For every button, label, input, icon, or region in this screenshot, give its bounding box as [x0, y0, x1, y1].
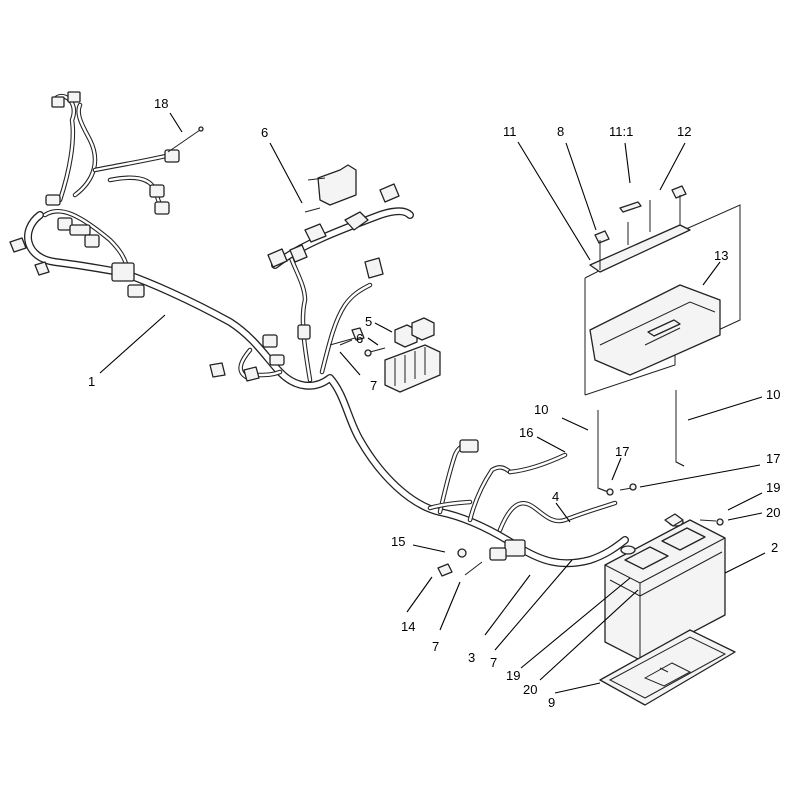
callout-17-left: 17 [615, 444, 629, 459]
fuse-block-and-relays [329, 317, 441, 393]
callout-7-lower-left: 7 [432, 639, 439, 654]
callout-7-upper: 7 [370, 378, 377, 393]
battery [604, 517, 726, 661]
callout-2: 2 [771, 540, 778, 555]
callout-20-right: 20 [766, 505, 780, 520]
callout-15: 15 [391, 534, 405, 549]
callout-11: 11 [503, 124, 517, 139]
leader-lines [99, 112, 766, 694]
callout-19-lower: 19 [506, 668, 520, 683]
callout-10-right: 10 [766, 387, 780, 402]
callout-11-1: 11:1 [609, 124, 633, 139]
callout-6-relay-bracket: 6 [261, 125, 268, 140]
callout-9: 9 [548, 695, 555, 710]
main-wire-harness [9, 91, 629, 568]
callout-labels: 1 2 3 4 5 6 6 7 7 7 8 9 10 10 11 11:1 12… [88, 96, 780, 710]
callout-17-right: 17 [766, 451, 780, 466]
callout-8: 8 [557, 124, 564, 139]
battery-hold-down [584, 185, 741, 396]
j-bolts [597, 390, 685, 493]
callout-6-bolt: 6 [356, 331, 363, 346]
item-18-lead [167, 126, 204, 153]
small-hardware [339, 339, 724, 577]
callout-7-lower-right: 7 [490, 655, 497, 670]
callout-20-lower: 20 [523, 682, 537, 697]
callout-4: 4 [552, 489, 559, 504]
callout-12: 12 [677, 124, 691, 139]
callout-10-left: 10 [534, 402, 548, 417]
callout-5: 5 [365, 314, 372, 329]
callout-19-right: 19 [766, 480, 780, 495]
callout-13: 13 [714, 248, 728, 263]
callout-14: 14 [401, 619, 415, 634]
relay-bracket-assembly [267, 164, 414, 279]
callout-18: 18 [154, 96, 168, 111]
callout-16: 16 [519, 425, 533, 440]
battery-tray [599, 629, 736, 706]
callout-1: 1 [88, 374, 95, 389]
callout-3: 3 [468, 650, 475, 665]
